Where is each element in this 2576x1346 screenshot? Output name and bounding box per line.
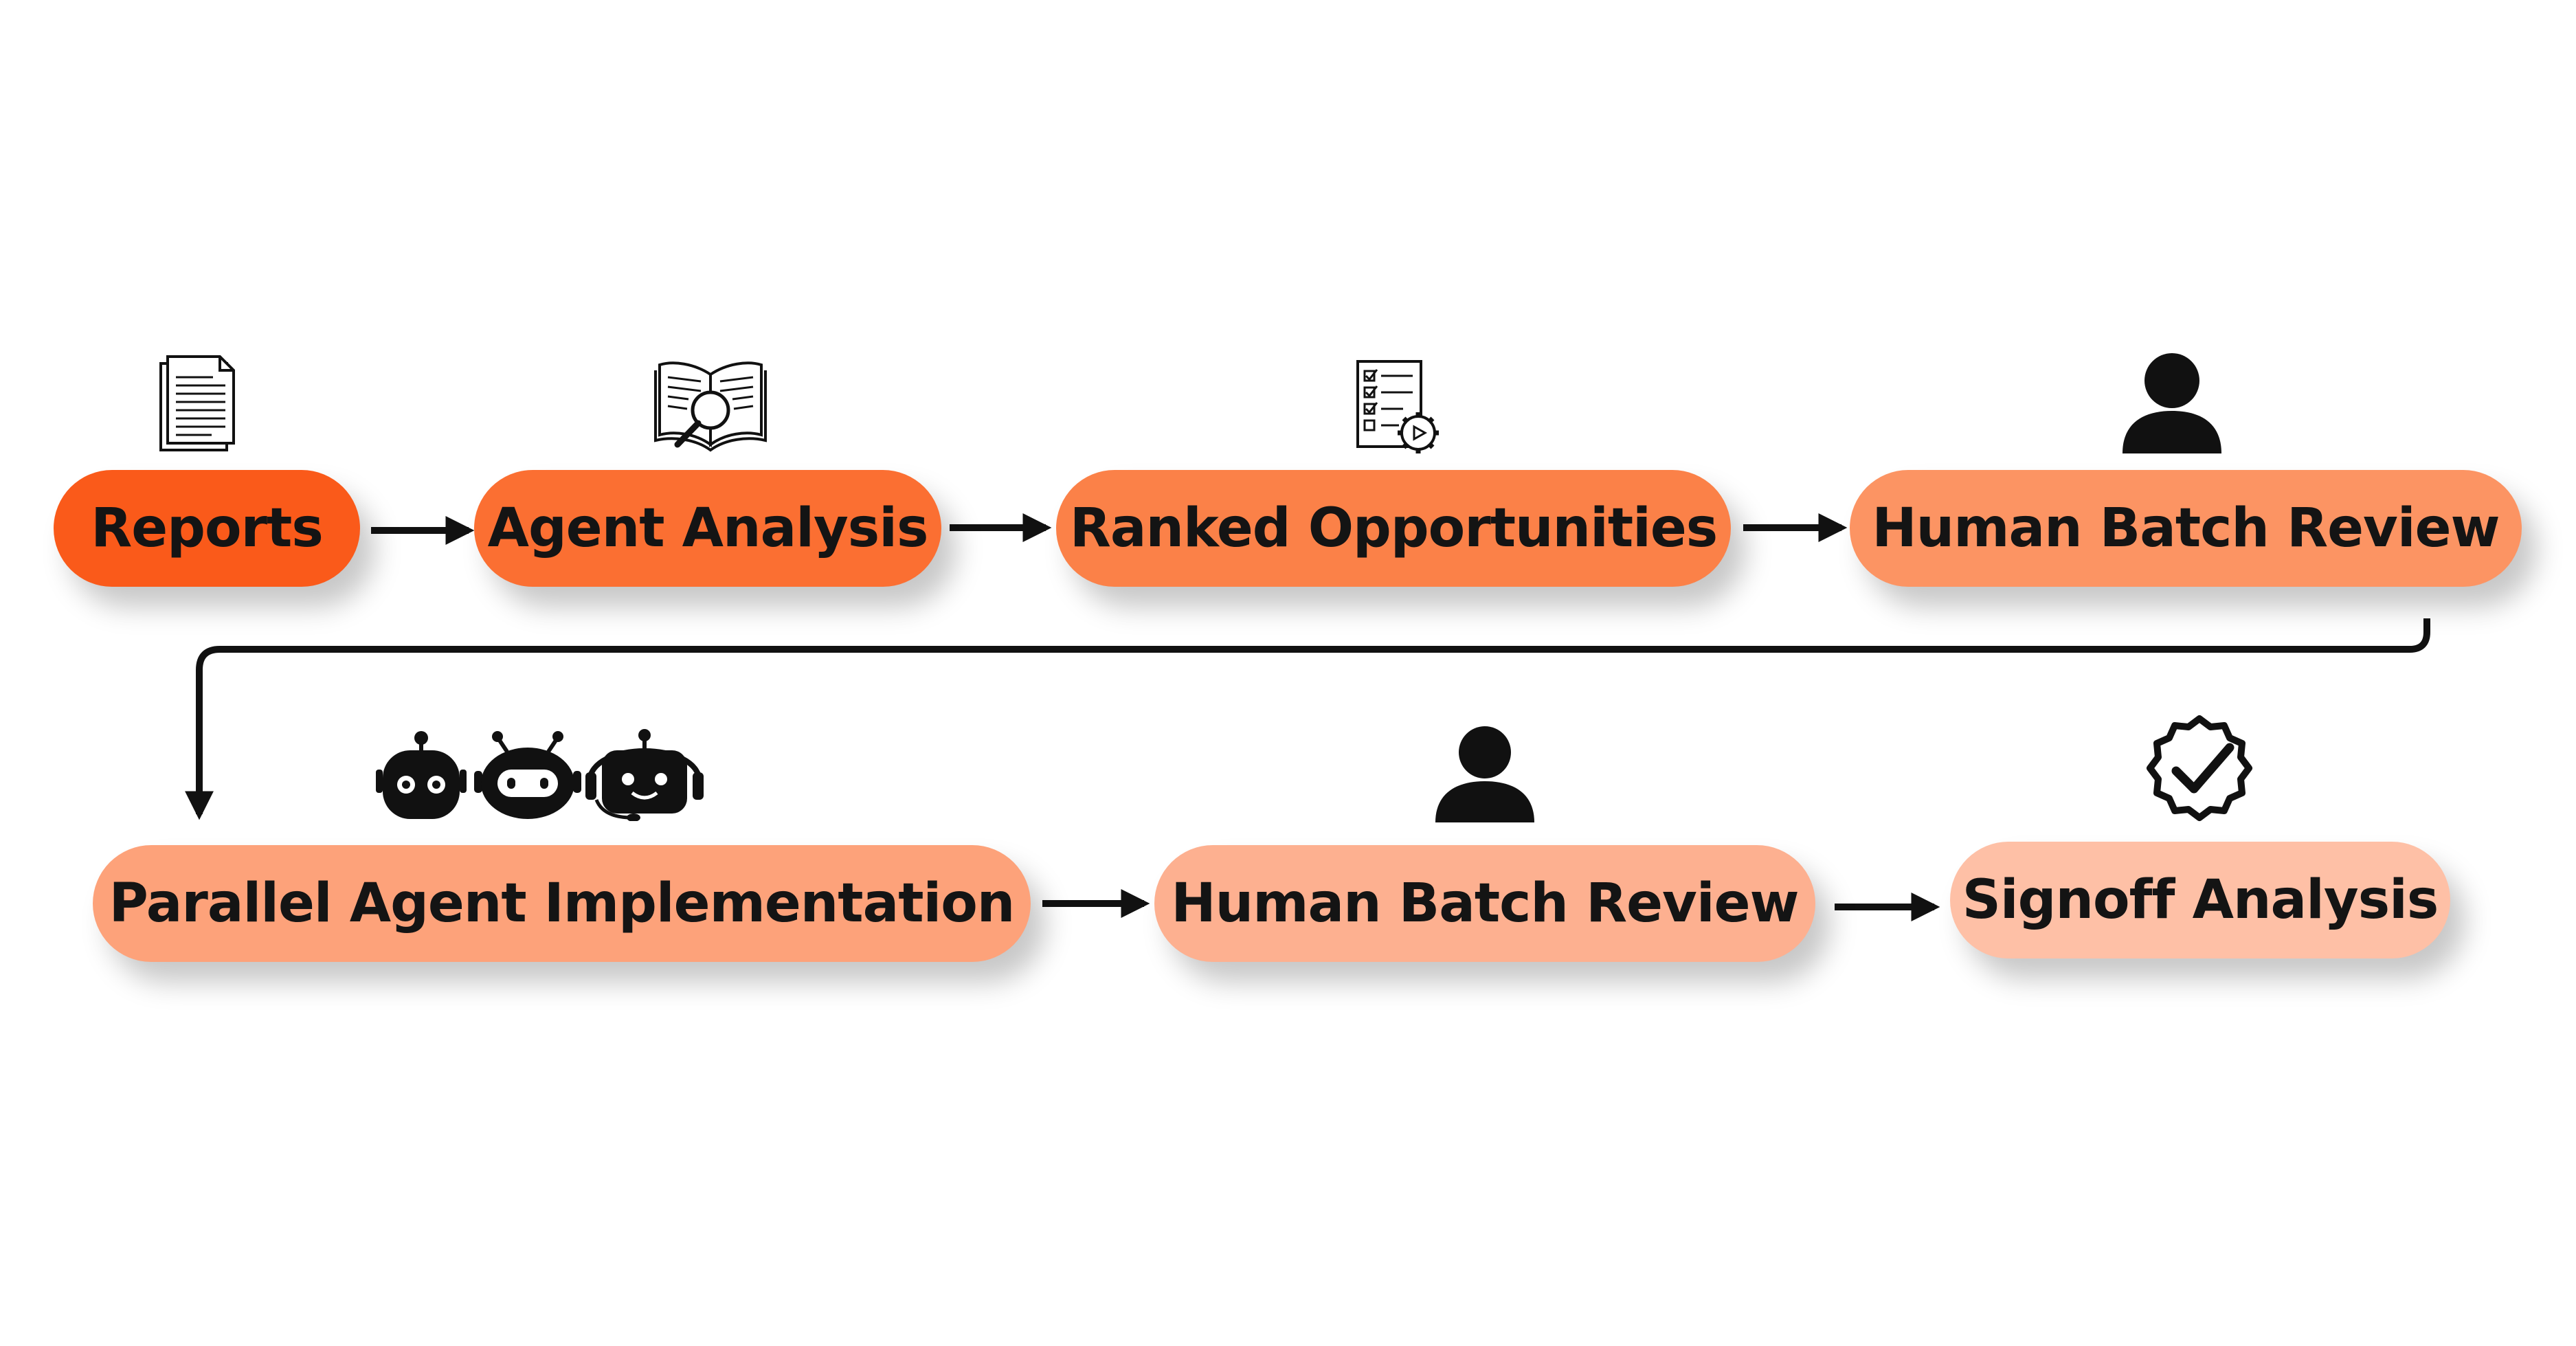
person-icon <box>2123 353 2221 453</box>
step-label: Agent Analysis <box>487 497 929 559</box>
step-human-batch-review-2: Human Batch Review <box>1154 845 1815 962</box>
step-label: Human Batch Review <box>1872 497 2500 559</box>
document-icon <box>159 355 235 451</box>
person-icon <box>1435 726 1534 822</box>
step-label: Ranked Opportunities <box>1069 497 1718 559</box>
verified-badge-icon <box>2147 715 2252 821</box>
step-ranked-opportunities: Ranked Opportunities <box>1056 470 1731 587</box>
book-magnifier-icon <box>654 361 767 452</box>
robots-icon <box>376 729 704 821</box>
step-label: Reports <box>91 497 324 559</box>
step-reports: Reports <box>54 470 360 587</box>
step-label: Signoff Analysis <box>1962 869 2439 931</box>
checklist-gear-icon <box>1356 360 1439 453</box>
step-agent-analysis: Agent Analysis <box>474 470 941 587</box>
step-label: Human Batch Review <box>1171 873 1799 934</box>
step-parallel-agent-implementation: Parallel Agent Implementation <box>93 845 1031 962</box>
step-signoff-analysis: Signoff Analysis <box>1950 842 2450 958</box>
step-label: Parallel Agent Implementation <box>109 873 1016 934</box>
step-human-batch-review-1: Human Batch Review <box>1850 470 2522 587</box>
arrow-review-to-parallel <box>185 618 2430 820</box>
